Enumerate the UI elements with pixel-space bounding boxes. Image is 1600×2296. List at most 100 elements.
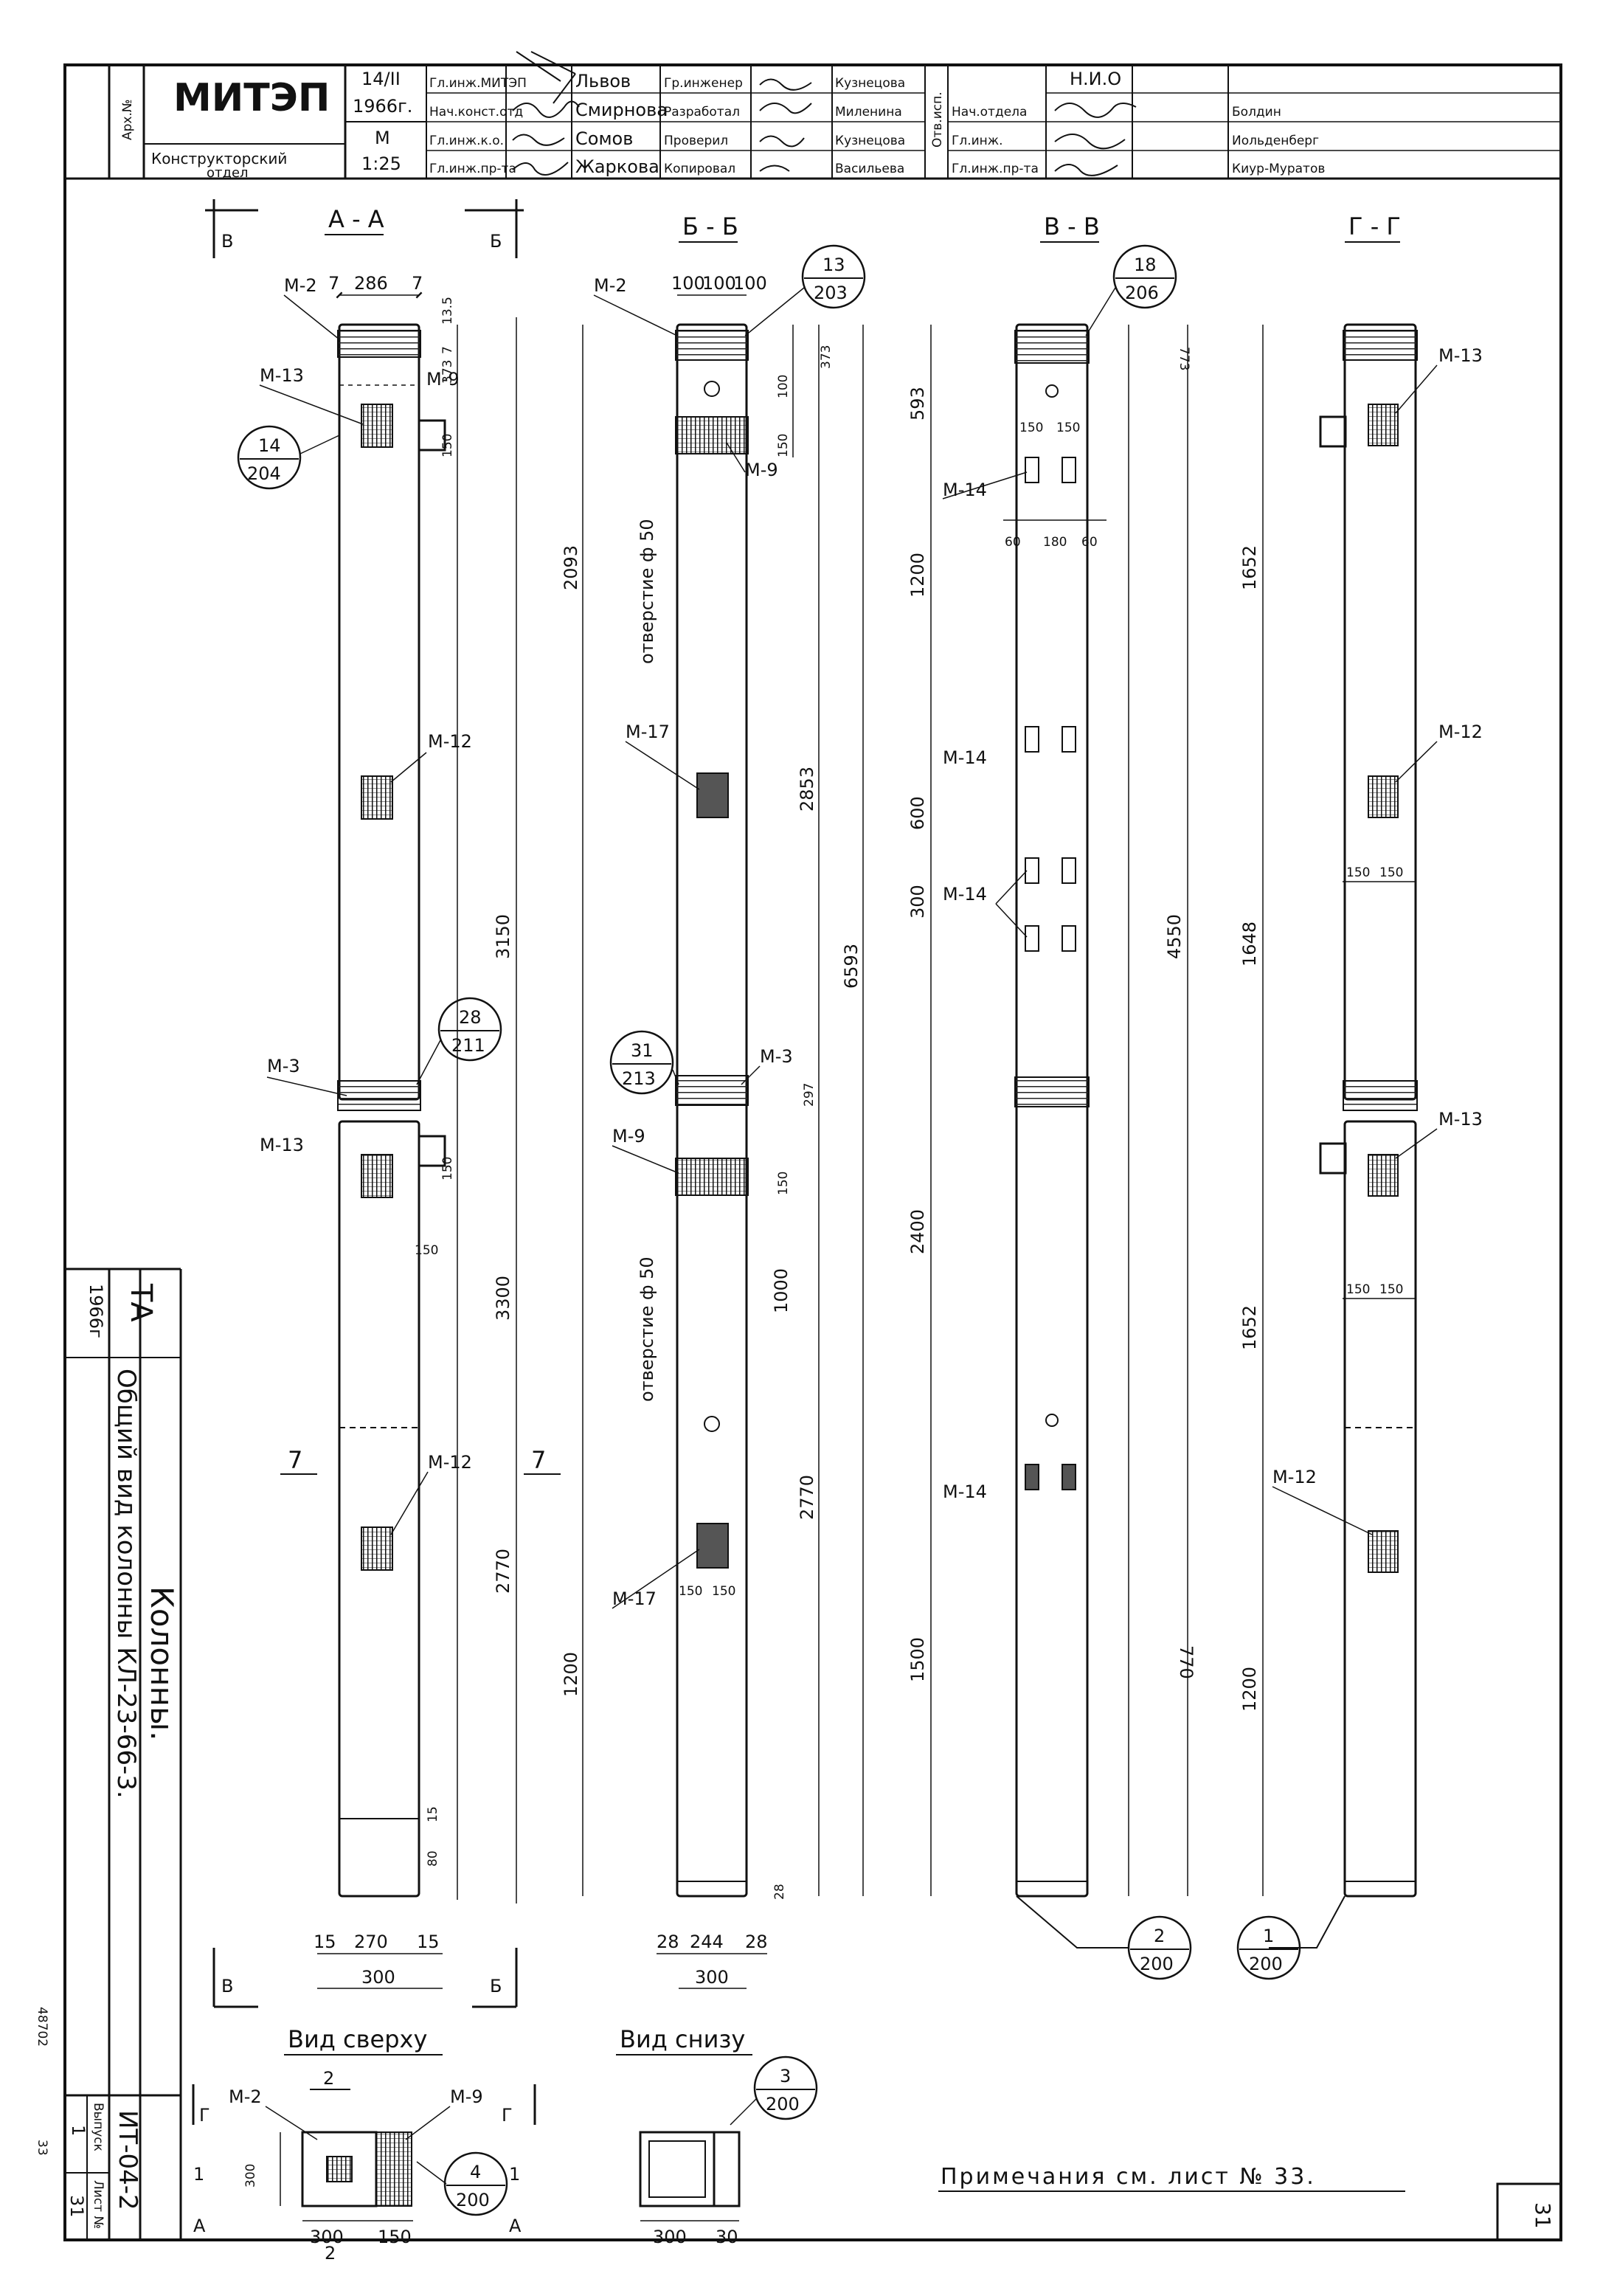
signatures-mid [759,78,812,172]
svg-text:31: 31 [631,1040,654,1061]
svg-text:1200: 1200 [561,1652,581,1697]
callout-14-204: 14 204 [237,425,340,490]
svg-text:1200: 1200 [1239,1667,1260,1712]
svg-text:150: 150 [440,434,455,457]
gg-m12-upper [1368,775,1399,818]
date-year: 1966г. [353,96,412,117]
svg-text:600: 600 [907,796,928,830]
svg-text:Гл.инж.: Гл.инж. [952,134,1003,148]
dept-line2: отдел [207,165,249,181]
aa-m12-lower-label: М-12 [428,1452,472,1473]
svg-text:2: 2 [323,2068,334,2089]
svg-text:А: А [193,2216,206,2236]
aa-m2-label: М-2 [284,275,317,296]
svg-text:Гр.инженер: Гр.инженер [664,76,743,91]
svg-text:18: 18 [1134,255,1157,275]
svg-text:770: 770 [1176,1645,1196,1679]
sheet-number: 31 [66,2195,87,2218]
gg-dimensions: 1652 1648 1652 1200 150 150 150 150 [1239,325,1416,1896]
vv-m14-plates [1025,457,1076,1490]
svg-text:Гл.инж.пр-та: Гл.инж.пр-та [429,162,516,176]
svg-text:30: 30 [716,2227,738,2247]
bb-hole-upper [704,381,720,397]
roles-left: Гл.инж.МИТЭП Нач.конст.отд Гл.инж.к.о. Г… [429,76,527,176]
gg-labels: М-13 М-12 М-13 М-12 [1272,345,1483,1535]
svg-text:286: 286 [354,273,388,294]
bb-m9-lower [675,1158,749,1196]
svg-text:211: 211 [451,1035,485,1056]
vv-labels: М-14 М-14 М-14 М-14 [942,471,1028,1502]
title-block: Арх.№ МИТЭП Конструкторский отдел 14/II … [108,51,1561,181]
top-m9-label: М-9 [450,2086,483,2107]
svg-text:150: 150 [1019,421,1043,435]
section-gg-title: Г - Г [1348,212,1401,241]
svg-text:28: 28 [745,1932,768,1952]
names-right: Болдин Иольденберг Киур-Муратов [1232,105,1325,176]
column-aa [337,323,446,1898]
svg-text:2400: 2400 [907,1209,928,1254]
bb-m9-upper [675,416,749,454]
svg-text:Б: Б [490,1976,502,1996]
svg-text:593: 593 [907,387,928,421]
dept-line1: Конструкторский [151,150,287,167]
svg-text:100: 100 [733,273,767,294]
svg-text:Киур-Муратов: Киур-Муратов [1232,162,1325,176]
svg-text:В: В [221,231,233,252]
bb-hole-lower [704,1416,720,1432]
bb-dimensions: 100 100 100 100 373 150 2093 2853 6593 2… [561,273,864,1989]
svg-text:2: 2 [325,2243,336,2264]
bb-m3-label: М-3 [760,1046,793,1067]
gg-top-plate [1343,330,1418,361]
svg-text:Гл.инж.к.о.: Гл.инж.к.о. [429,134,504,148]
names-left: Львов Смирнова Сомов Жаркова [575,71,668,177]
svg-text:80: 80 [426,1850,440,1867]
hio-label: Н.И.О [1070,69,1121,89]
bb-m17-label: М-17 [626,722,670,742]
gg-m13-lower-label: М-13 [1438,1109,1483,1130]
svg-text:7: 7 [328,273,339,294]
svg-text:В: В [221,1976,233,1996]
svg-text:1000: 1000 [771,1268,792,1313]
cut-marker-v-bottom: В [212,1948,258,2008]
cut-marker-v-top: В [205,199,258,258]
svg-text:60: 60 [1005,535,1021,550]
svg-text:28: 28 [657,1932,679,1952]
bb-hole-note-lower: отверстие ф 50 [637,1256,657,1402]
cut-marker-b-bottom: Б [472,1948,518,2008]
svg-text:204: 204 [247,463,281,484]
svg-text:Васильева: Васильева [835,162,904,176]
gg-m13-label: М-13 [1438,345,1483,366]
arch-no-label: Арх.№ [120,99,135,140]
svg-text:1500: 1500 [907,1637,928,1682]
vv-m14-label-2: М-14 [943,747,987,768]
scale-value: 1:25 [361,153,401,174]
stamp-label: Отв.исп. [930,91,945,148]
side-year: 1966г [86,1284,106,1338]
side-subtitle: Общий вид колонны КЛ-23-66-3. [111,1369,141,1799]
bb-joint-plate [675,1075,749,1106]
svg-text:2093: 2093 [561,545,581,590]
svg-text:200: 200 [1140,1954,1174,1974]
top-view: Вид сверху 2 М-2 М-9 300 150 300 Г Г 1 1… [192,2025,536,2264]
svg-text:150: 150 [1346,865,1370,880]
top-m2-label: М-2 [229,2086,262,2107]
svg-text:14: 14 [258,435,281,456]
svg-text:3150: 3150 [493,914,513,959]
svg-text:150: 150 [415,1243,438,1258]
vv-top-plate [1014,330,1090,364]
svg-text:150: 150 [1379,865,1403,880]
svg-text:Смирнова: Смирнова [575,100,668,120]
svg-text:1652: 1652 [1239,1305,1260,1350]
side-block: ТА 1966г Общий вид колонны КЛ-23-66-3. К… [35,1268,182,2240]
gg-m13-lower [1368,1154,1399,1197]
svg-text:2770: 2770 [797,1475,817,1520]
svg-text:206: 206 [1125,283,1159,303]
svg-text:1648: 1648 [1239,921,1260,967]
bb-hole-note-upper: отверстие ф 50 [637,519,657,664]
svg-text:4: 4 [470,2162,481,2182]
page-number-box [1496,2182,1562,2241]
gg-m12-lower-label: М-12 [1272,1467,1317,1487]
cut-7-left: 7 [288,1446,302,1474]
svg-text:100: 100 [776,375,791,398]
